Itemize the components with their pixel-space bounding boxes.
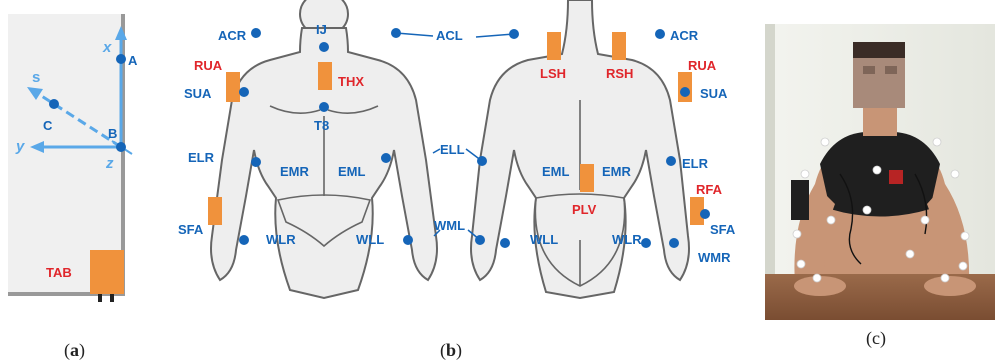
back-rsh-sensor (612, 32, 626, 60)
back-rfa-label: RFA (696, 182, 723, 197)
back-acr-marker (655, 29, 665, 39)
front-rua-label: RUA (194, 58, 223, 73)
x-axis-label: x (102, 39, 112, 56)
back-wmr-marker (669, 238, 679, 248)
back-ell-marker (477, 156, 487, 166)
front-emr-label: EMR (280, 164, 310, 179)
z-axis-label: z (105, 155, 114, 172)
back-lsh-label: LSH (540, 66, 566, 81)
photo-left-hand (924, 276, 976, 296)
front-acl-marker (391, 28, 401, 38)
back-sfa-label: SFA (710, 222, 736, 237)
front-ell-marker (381, 153, 391, 163)
point-a-label: A (128, 53, 138, 68)
caption-b-close: ) (456, 340, 462, 360)
photo-chest-sensor (889, 170, 903, 184)
back-acr-label: ACR (670, 28, 699, 43)
tab-sensor-leg-right (110, 294, 114, 302)
back-eml-label: EML (542, 164, 570, 179)
front-sfa-label: SFA (178, 222, 204, 237)
point-b-label: B (108, 126, 117, 141)
back-sfa-marker (700, 209, 710, 219)
front-elr-label: ELR (188, 150, 215, 165)
tab-sensor-leg-left (98, 294, 102, 302)
caption-c: (c) (866, 328, 886, 349)
front-ij-marker (319, 42, 329, 52)
back-lsh-sensor (547, 32, 561, 60)
back-rua-label: RUA (688, 58, 717, 73)
caption-c-letter: c (872, 328, 880, 348)
back-sua-label: SUA (700, 86, 728, 101)
photo-arm-band (791, 180, 809, 220)
caption-c-close: ) (880, 328, 886, 348)
tab-sensor-label: TAB (46, 265, 72, 280)
photo-face-pixel-right (885, 66, 897, 74)
back-wlr-marker (641, 238, 651, 248)
caption-a: (a) (64, 340, 85, 361)
front-wll-label: WLL (356, 232, 384, 247)
front-acr-marker (251, 28, 261, 38)
front-sfa-sensor (208, 197, 222, 225)
front-wll-marker (403, 235, 413, 245)
back-elr-marker (666, 156, 676, 166)
point-c-label: C (43, 118, 53, 133)
front-sua-label: SUA (184, 86, 212, 101)
panel-c-photo (765, 24, 995, 320)
panel-b: IJ ACR RUA SUA THX T8 ELR EMR EML SFA WL… (150, 0, 750, 330)
front-elr-marker (251, 157, 261, 167)
back-wll-marker (475, 235, 485, 245)
front-sua-marker (239, 87, 249, 97)
back-elr-label: ELR (682, 156, 709, 171)
photo-face-pixel-left (863, 66, 875, 74)
caption-b-letter: b (446, 340, 456, 360)
front-ij-label: IJ (316, 22, 327, 37)
back-wmr-label: WMR (698, 250, 731, 265)
y-axis-label: y (15, 138, 25, 155)
back-sua-marker (680, 87, 690, 97)
caption-a-close: ) (79, 340, 85, 360)
back-wml-marker (500, 238, 510, 248)
tab-sensor (90, 250, 124, 294)
front-eml-label: EML (338, 164, 366, 179)
acl-label: ACL (436, 28, 463, 43)
front-t8-marker (319, 102, 329, 112)
front-thx-sensor (318, 62, 332, 90)
point-b-marker (116, 142, 126, 152)
panel-c (765, 24, 995, 320)
caption-a-letter: a (70, 340, 79, 360)
s-direction-label: s (32, 69, 40, 86)
front-wlr-marker (239, 235, 249, 245)
photo-neck (863, 104, 897, 136)
front-thx-label: THX (338, 74, 364, 89)
back-wll-label: WLL (530, 232, 558, 247)
front-acr-label: ACR (218, 28, 247, 43)
photo-sensor-vest (820, 132, 940, 217)
back-acl-marker (509, 29, 519, 39)
front-wlr-label: WLR (266, 232, 296, 247)
panel-b-diagram: IJ ACR RUA SUA THX T8 ELR EMR EML SFA WL… (150, 0, 750, 330)
caption-b: (b) (440, 340, 462, 361)
point-a-marker (116, 54, 126, 64)
point-c-marker (49, 99, 59, 109)
front-rua-sensor (226, 72, 240, 102)
back-wlr-label: WLR (612, 232, 642, 247)
wml-label: WML (434, 218, 465, 233)
back-rsh-label: RSH (606, 66, 633, 81)
back-plv-label: PLV (572, 202, 597, 217)
back-plv-sensor (580, 164, 594, 192)
panel-a: x y s z A C B TAB (0, 0, 140, 310)
back-emr-label: EMR (602, 164, 632, 179)
ell-label: ELL (440, 142, 465, 157)
panel-a-diagram: x y s z A C B TAB (0, 0, 140, 310)
front-t8-label: T8 (314, 118, 329, 133)
photo-hair (853, 42, 905, 58)
